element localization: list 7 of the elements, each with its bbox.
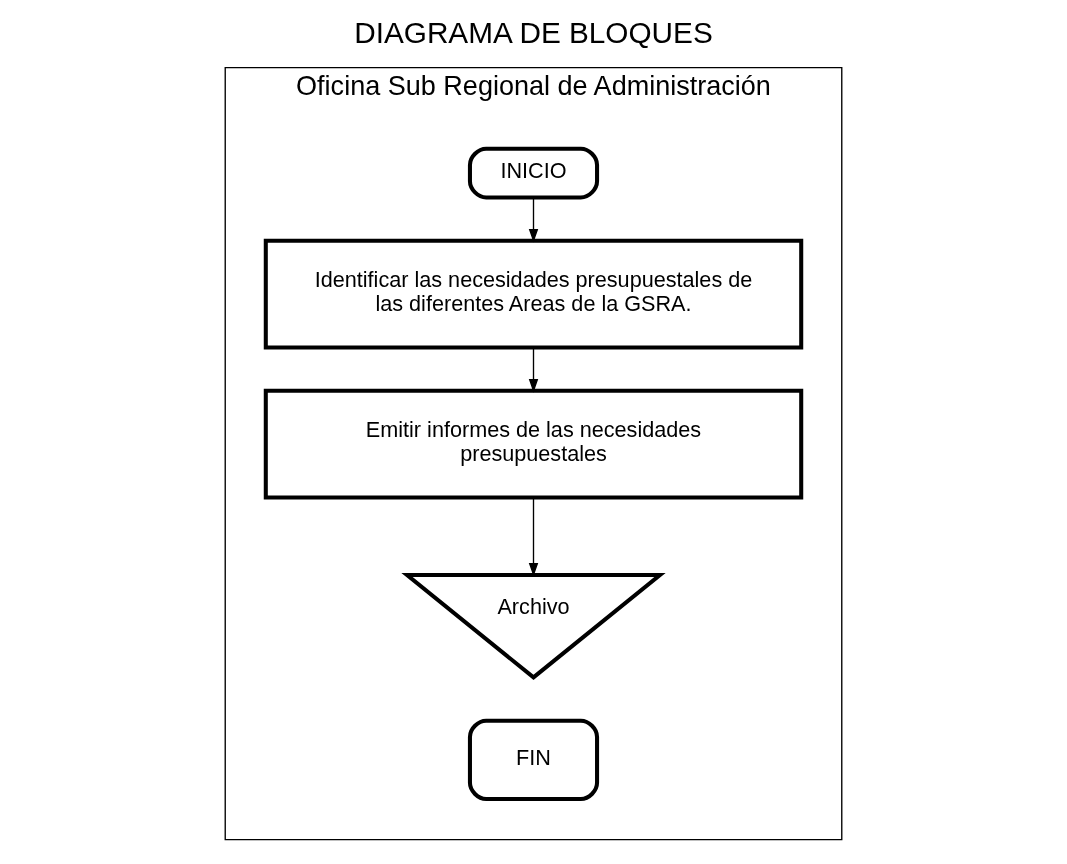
diagram-title: DIAGRAMA DE BLOQUES xyxy=(354,15,713,49)
arrow xyxy=(528,347,539,393)
node-box: Emitir informes de las necesidades presupuestales xyxy=(263,388,804,500)
node-box: FIN xyxy=(467,718,600,802)
node-box: Identificar las necesidades presupuestales de las diferentes Areas de la GSRA. xyxy=(263,238,804,350)
node-box: INICIO xyxy=(467,146,600,200)
arrow xyxy=(528,197,539,243)
